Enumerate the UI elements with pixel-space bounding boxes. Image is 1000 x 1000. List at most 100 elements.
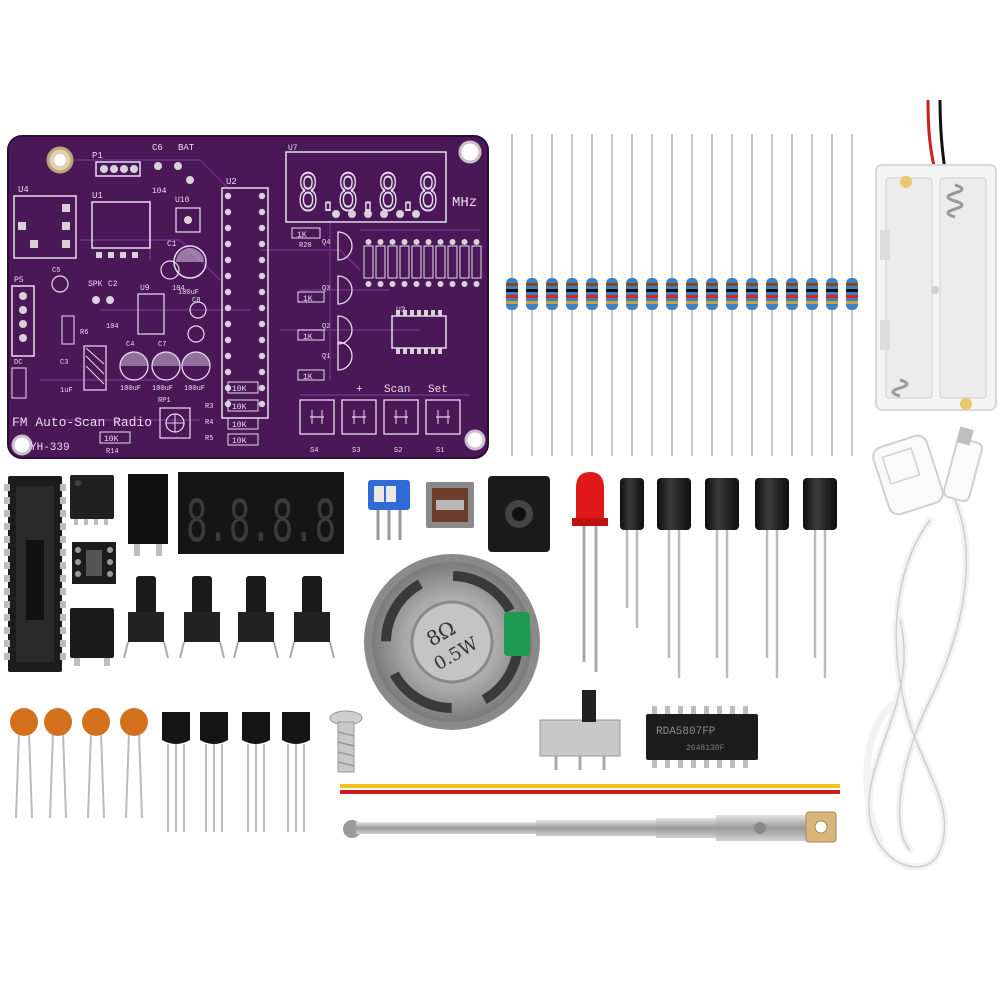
pcb-unit-label: MHz — [452, 195, 477, 211]
label-104-u9: 104 — [172, 285, 185, 293]
resistor-row — [506, 134, 858, 456]
resistor — [706, 134, 718, 456]
electrolytic-capacitor — [620, 478, 644, 628]
electrolytic-capacitor-row — [620, 478, 837, 678]
ref-s1: S1 — [436, 447, 444, 455]
chip-marking: RDA5807FP — [656, 726, 716, 738]
label-10k-r14: 10K — [104, 435, 119, 444]
label-1k-c: 1K — [303, 373, 313, 382]
label-10k-c: 10K — [232, 421, 247, 430]
electrolytic-capacitor — [803, 478, 837, 678]
resistor — [686, 134, 698, 456]
ref-q4: Q4 — [322, 239, 330, 247]
usb-cable-outline — [868, 499, 968, 868]
resistor — [846, 134, 858, 456]
ref-u9: U9 — [140, 284, 150, 293]
transistor — [282, 712, 310, 832]
seven-segment-display: 8.8.8.8 — [178, 472, 344, 555]
ref-r3: R3 — [205, 403, 213, 411]
trimmer-pot — [368, 480, 410, 540]
telescopic-antenna — [343, 811, 837, 843]
electrolytic-capacitor — [705, 478, 739, 678]
ceramic-capacitor — [44, 708, 72, 819]
ref-c6: C6 — [152, 143, 163, 153]
u2-pin-row — [224, 192, 266, 408]
pcb-resistor-array — [363, 239, 482, 287]
ic-module — [70, 608, 114, 666]
label-set: Set — [428, 384, 448, 396]
ref-q2: Q2 — [322, 323, 330, 331]
tact-button — [123, 576, 169, 659]
tact-button — [179, 576, 225, 659]
resistor — [586, 134, 598, 456]
ref-u4: U4 — [18, 185, 29, 195]
resistor — [726, 134, 738, 456]
usb-a-plug — [872, 434, 944, 516]
label-1uf: 1uF — [60, 387, 73, 395]
label-100uf-top: 100uF — [178, 289, 199, 297]
ref-bat: BAT — [178, 143, 195, 153]
ref-r20: R20 — [299, 242, 312, 250]
label-10k-a: 10K — [232, 385, 247, 394]
label-100uf-c9: 100uF — [184, 385, 205, 393]
resistor — [806, 134, 818, 456]
speaker: 8Ω 0.5W — [364, 554, 540, 730]
electrolytic-capacitor — [657, 478, 691, 678]
led-red — [572, 472, 608, 672]
label-10k-b: 10K — [232, 403, 247, 412]
ref-u2: U2 — [226, 177, 237, 187]
micro-usb-plug — [943, 426, 983, 502]
resistor — [786, 134, 798, 456]
resistor — [666, 134, 678, 456]
transistor — [242, 712, 270, 832]
resistor — [506, 134, 518, 456]
jumper-wires — [340, 784, 840, 794]
pcb-button-footprints — [299, 399, 461, 435]
ref-r5: R5 — [205, 435, 213, 443]
screw — [329, 710, 363, 773]
resistor — [626, 134, 638, 456]
ref-c7: C7 — [158, 341, 166, 349]
ref-u3: U3 — [396, 306, 406, 315]
ref-r14: R14 — [106, 448, 119, 456]
ref-c2: C2 — [108, 280, 118, 289]
ref-p1: P1 — [92, 151, 103, 161]
ref-s4: S4 — [310, 447, 318, 455]
mounting-holes — [11, 140, 486, 456]
display-digits: 8.8.8.8 — [186, 487, 336, 555]
label-100uf-c7: 100uF — [152, 385, 173, 393]
ref-p5: P5 — [14, 276, 24, 285]
pcb-board: P1 C6 BAT 104 U4 U1 U10 C1 100uF U2 U7 8… — [7, 135, 489, 459]
label-10k-d: 10K — [232, 437, 247, 446]
ref-c3: C3 — [60, 359, 68, 367]
dip-socket-8 — [72, 542, 116, 584]
resistor — [646, 134, 658, 456]
resistor — [606, 134, 618, 456]
label-scan: Scan — [384, 384, 410, 396]
electrolytic-capacitor — [755, 478, 789, 678]
label-1k-a: 1K — [303, 295, 313, 304]
voltage-regulator — [128, 474, 168, 556]
label-1k-r20: 1K — [297, 231, 307, 240]
transistor — [162, 712, 190, 832]
ref-c1: C1 — [167, 240, 177, 249]
dip-socket-28 — [4, 476, 66, 672]
resistor — [526, 134, 538, 456]
ref-c8: C8 — [192, 297, 200, 305]
ref-spk: SPK — [88, 280, 103, 289]
label-104-c6: 104 — [152, 187, 167, 196]
ref-dc: DC — [14, 359, 22, 367]
ref-s3: S3 — [352, 447, 360, 455]
label-1k-b: 1K — [303, 333, 313, 342]
ref-u7: U7 — [288, 144, 298, 153]
tact-button — [289, 576, 335, 659]
transistor — [200, 712, 228, 832]
resistor — [826, 134, 838, 456]
label-plus: + — [356, 384, 363, 396]
board-title: FM Auto-Scan Radio — [12, 416, 152, 430]
ref-rp1: RP1 — [158, 397, 171, 405]
audio-jack — [488, 476, 550, 552]
transistor-row — [162, 712, 310, 832]
label-100uf-c4: 100uF — [120, 385, 141, 393]
ref-c5: C5 — [52, 267, 60, 275]
